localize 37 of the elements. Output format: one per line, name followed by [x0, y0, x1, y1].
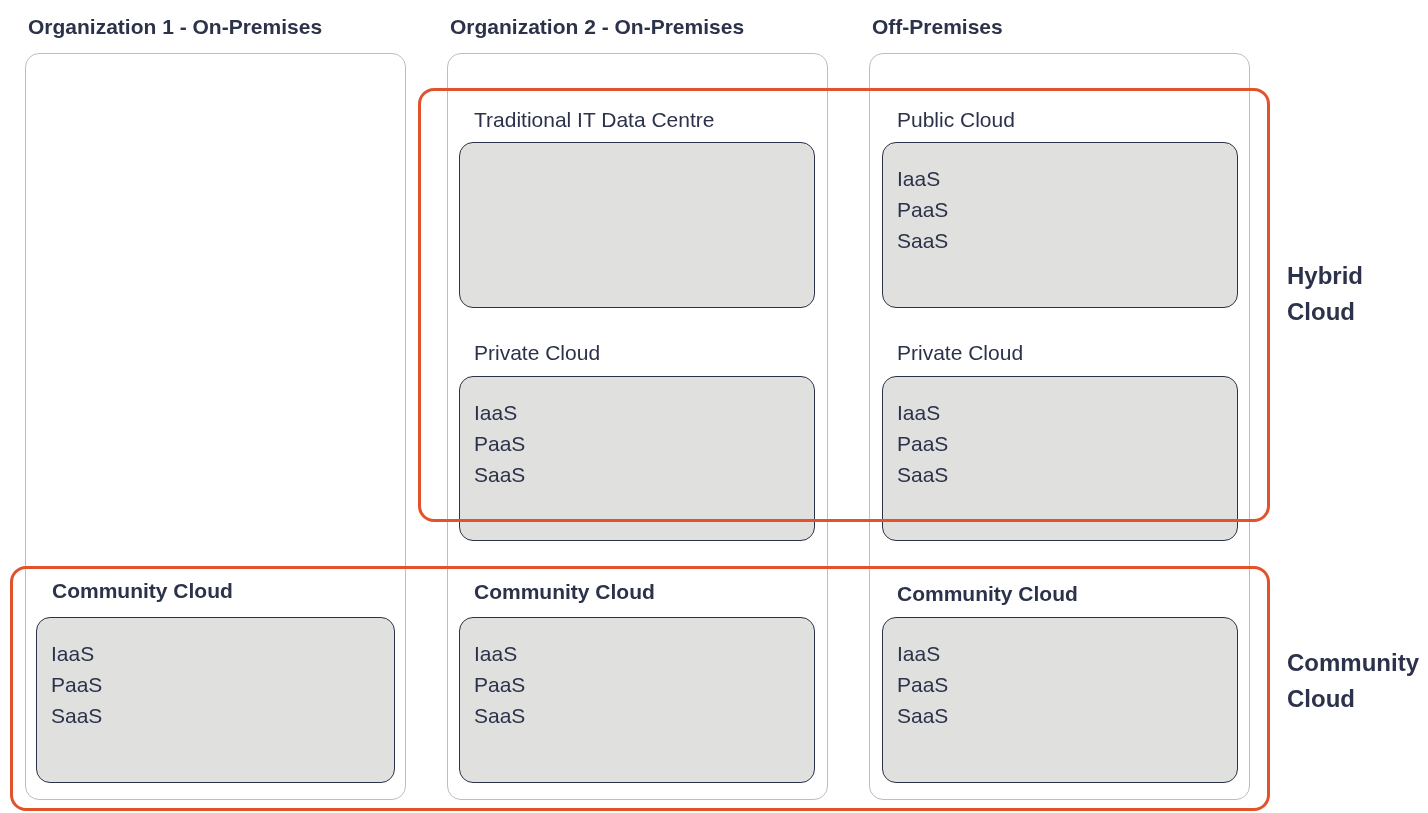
service-item: IaaS	[474, 641, 518, 667]
service-item: IaaS	[897, 641, 941, 667]
service-item: PaaS	[474, 672, 526, 698]
group-label: Community Cloud	[1287, 648, 1417, 714]
column-heading: Organization 2 - On-Premises	[450, 14, 745, 40]
service-panel	[459, 142, 815, 308]
panel-heading: Community Cloud	[897, 581, 1078, 607]
service-item: SaaS	[474, 462, 526, 488]
service-panel	[459, 617, 815, 783]
service-item: SaaS	[51, 703, 103, 729]
panel-heading: Public Cloud	[897, 107, 1015, 133]
service-panel	[36, 617, 395, 783]
service-panel	[882, 376, 1238, 541]
service-item: PaaS	[474, 431, 526, 457]
panel-heading: Community Cloud	[52, 578, 233, 604]
service-item: SaaS	[897, 228, 949, 254]
service-panel	[882, 142, 1238, 308]
group-label: Hybrid Cloud	[1287, 261, 1364, 327]
panel-heading: Private Cloud	[474, 340, 601, 366]
service-item: PaaS	[897, 197, 949, 223]
panel-heading: Traditional IT Data Centre	[474, 107, 715, 133]
service-item: IaaS	[897, 400, 941, 426]
column-heading: Organization 1 - On-Premises	[28, 14, 323, 40]
panel-heading: Private Cloud	[897, 340, 1024, 366]
service-item: PaaS	[51, 672, 103, 698]
column-heading: Off-Premises	[872, 14, 1003, 40]
service-item: IaaS	[51, 641, 95, 667]
service-item: SaaS	[897, 703, 949, 729]
service-item: IaaS	[474, 400, 518, 426]
service-panel	[882, 617, 1238, 783]
service-item: PaaS	[897, 672, 949, 698]
service-item: SaaS	[897, 462, 949, 488]
service-panel	[459, 376, 815, 541]
service-item: IaaS	[897, 166, 941, 192]
service-item: SaaS	[474, 703, 526, 729]
service-item: PaaS	[897, 431, 949, 457]
panel-heading: Community Cloud	[474, 579, 655, 605]
